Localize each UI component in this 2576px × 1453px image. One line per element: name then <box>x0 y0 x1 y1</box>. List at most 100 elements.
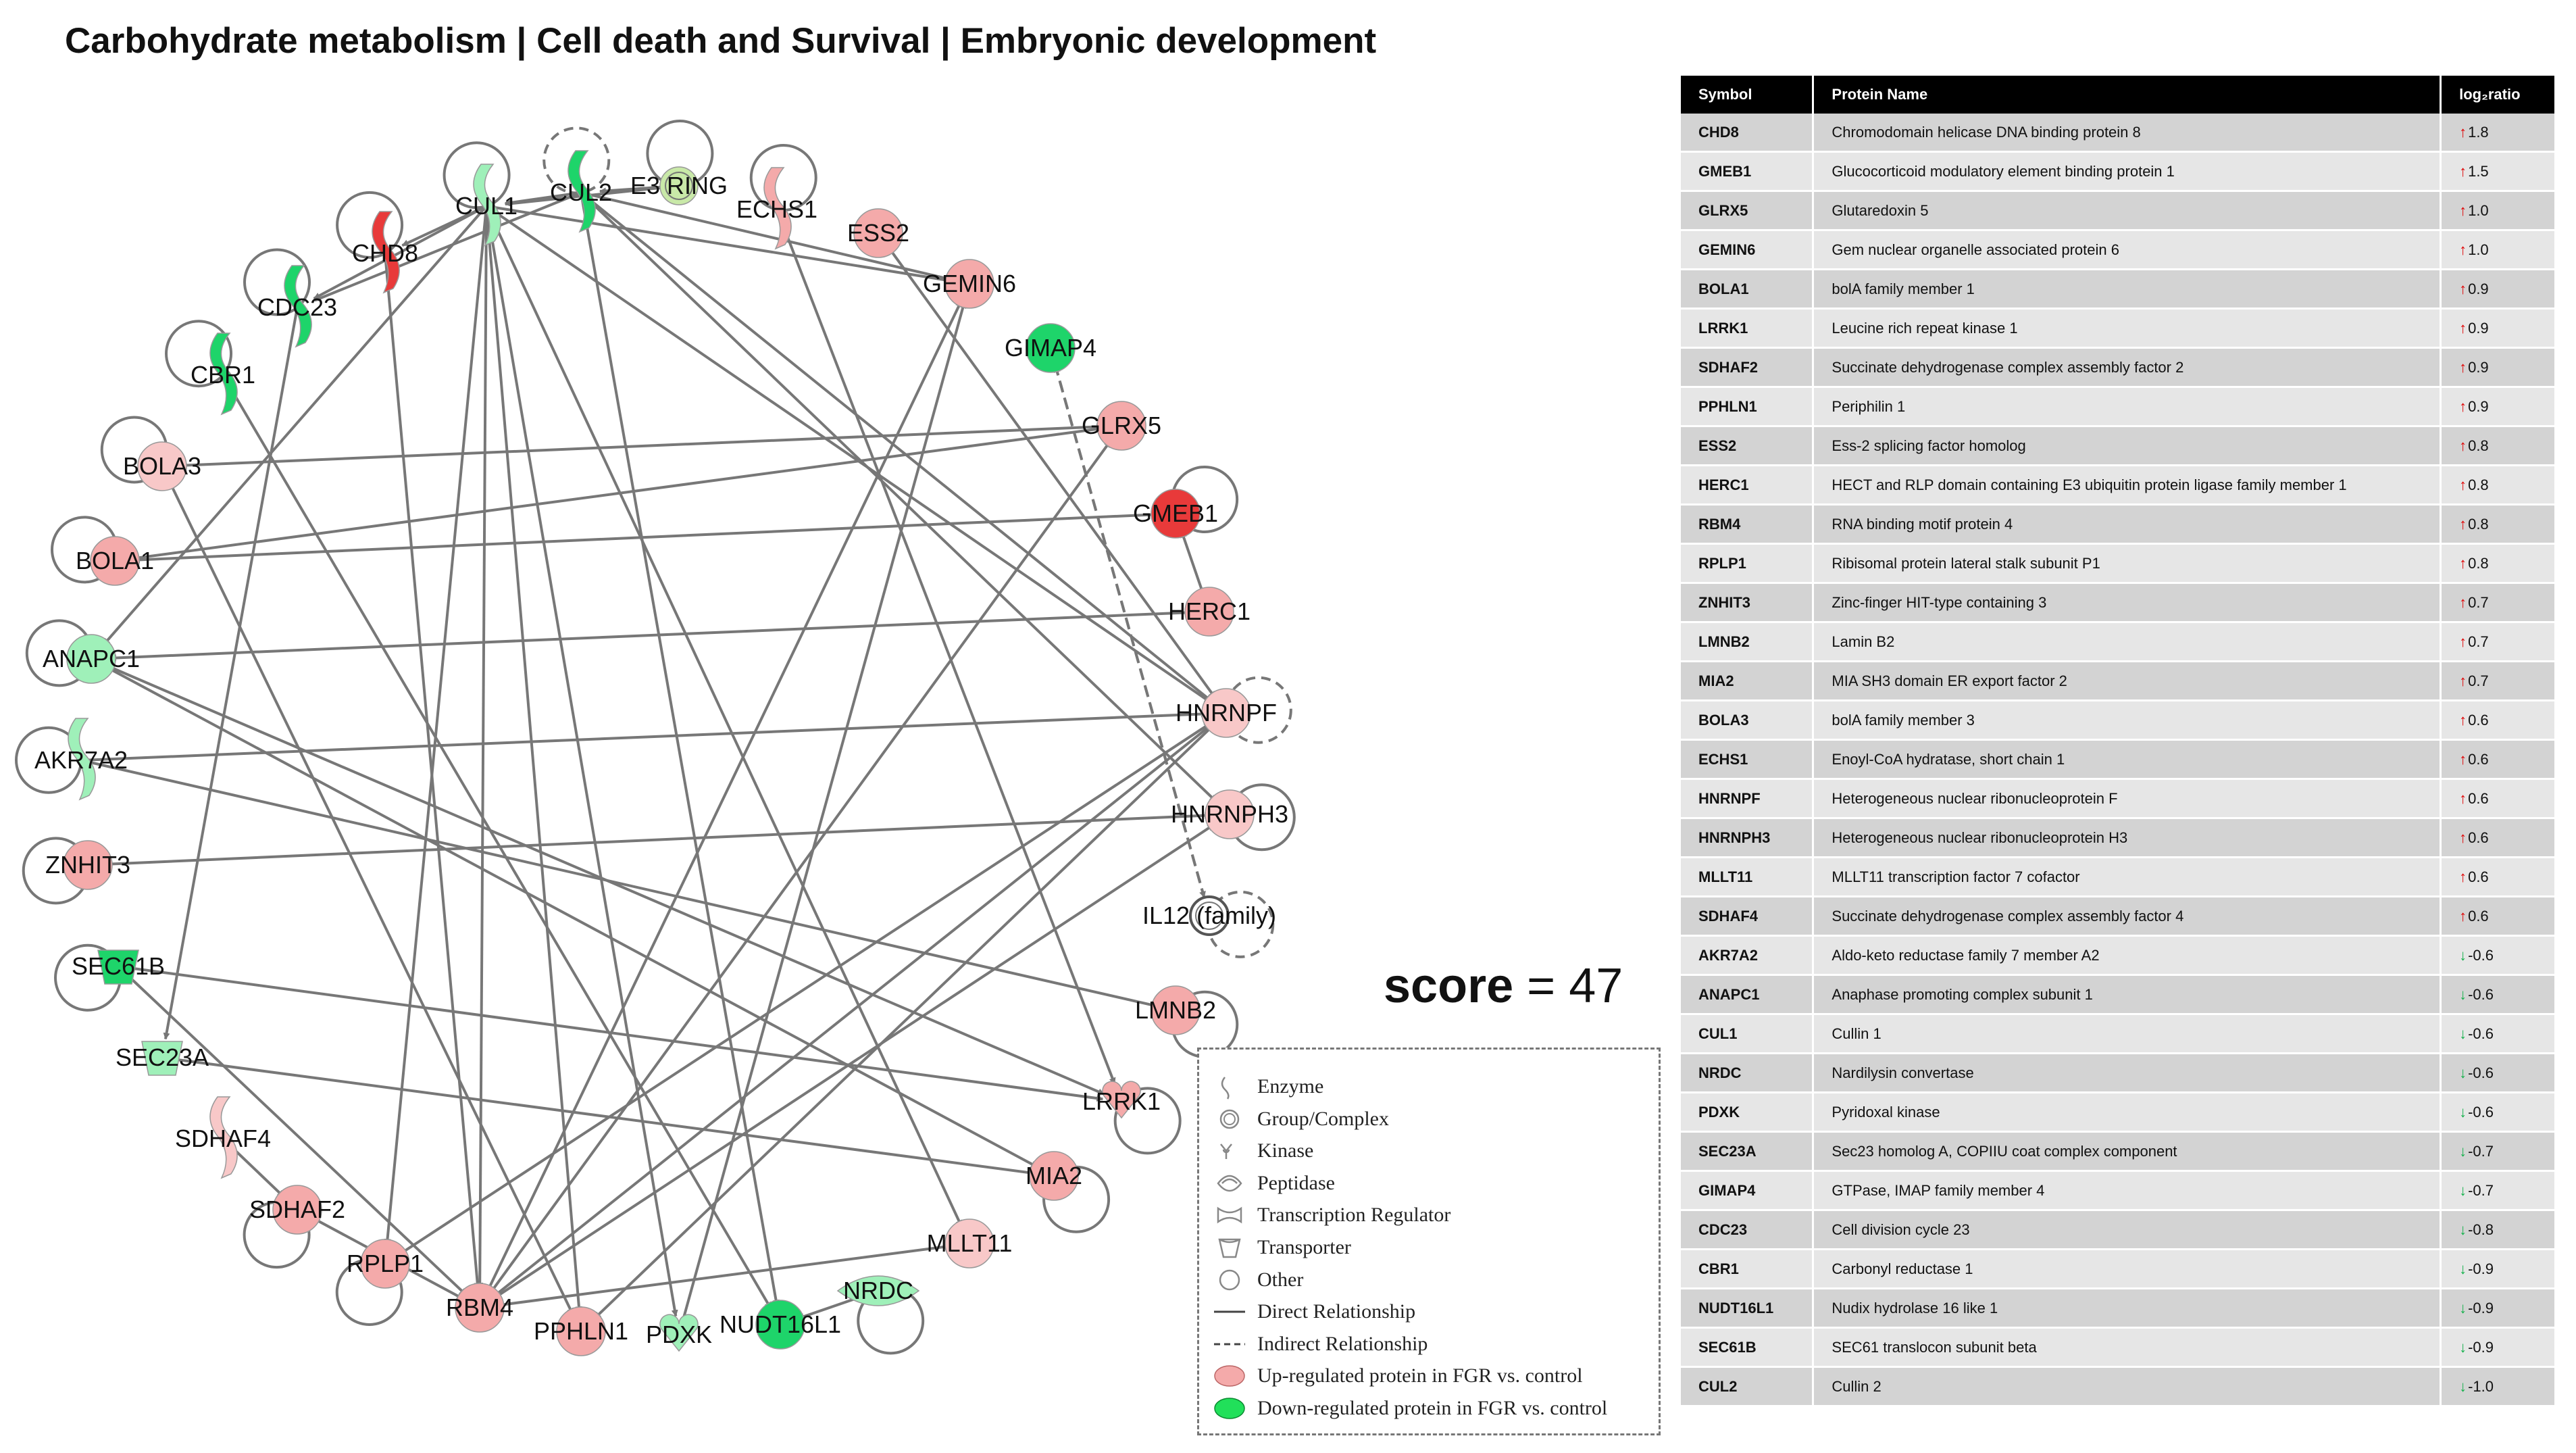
node-label: HNRNPH3 <box>1171 800 1288 828</box>
score-label: score <box>1384 959 1514 1013</box>
symbol-cell: AKR7A2 <box>1681 935 1815 976</box>
node-anapc1[interactable]: ANAPC1 <box>43 634 140 684</box>
direct-relationship-edge <box>479 1243 952 1309</box>
symbol-cell: SDHAF2 <box>1681 347 1815 388</box>
dashed-line-icon <box>1214 1343 1245 1346</box>
legend-item: Group/Complex <box>1213 1104 1389 1135</box>
node-il12[interactable]: IL12 (family) <box>1142 895 1276 936</box>
symbol-cell: HNRNPH3 <box>1681 818 1815 858</box>
log-ratio-cell: ↑1.5 <box>2440 151 2556 192</box>
direct-relationship-edge <box>384 253 481 1290</box>
symbol-cell: HNRNPF <box>1681 779 1815 819</box>
log-ratio-cell: ↑0.8 <box>2440 504 2556 545</box>
node-label: GLRX5 <box>1082 412 1161 439</box>
direct-relationship-edge <box>114 425 1104 562</box>
node-label: GEMIN6 <box>923 270 1016 297</box>
symbol-cell: RPLP1 <box>1681 543 1815 584</box>
symbol-cell: BOLA1 <box>1681 269 1815 310</box>
node-cdc23[interactable]: CDC23 <box>257 265 337 348</box>
legend-label: Up-regulated protein in FGR vs. control <box>1257 1364 1583 1387</box>
log-ratio-value: -0.8 <box>2468 1221 2494 1238</box>
other-node-shape <box>853 208 903 258</box>
log-ratio-cell: ↑0.7 <box>2440 661 2556 701</box>
node-cbr1[interactable]: CBR1 <box>191 333 255 416</box>
figure-title: Carbohydrate metabolism | Cell death and… <box>65 21 1377 61</box>
node-herc1[interactable]: HERC1 <box>1168 587 1251 637</box>
node-hnrnph3[interactable]: HNRNPH3 <box>1171 789 1288 839</box>
down-arrow-icon: ↓ <box>2459 1103 2467 1120</box>
up-arrow-icon: ↑ <box>2459 515 2467 533</box>
node-label: ECHS1 <box>736 195 817 223</box>
peptidase-node-shape <box>836 1275 920 1306</box>
node-rplp1[interactable]: RPLP1 <box>347 1239 424 1289</box>
log-ratio-value: -0.6 <box>2468 1103 2494 1120</box>
up-arrow-icon: ↑ <box>2459 829 2467 846</box>
log-ratio-value: 0.6 <box>2468 750 2489 768</box>
node-rbm4[interactable]: RBM4 <box>446 1283 513 1333</box>
protein-name-cell: Leucine rich repeat kinase 1 <box>1813 308 2442 349</box>
node-cul1[interactable]: CUL1 <box>455 164 517 247</box>
symbol-cell: MIA2 <box>1681 661 1815 701</box>
node-bola1[interactable]: BOLA1 <box>76 536 154 586</box>
direct-relationship-edge <box>593 712 1228 1320</box>
node-hnrnpf[interactable]: HNRNPF <box>1176 688 1277 738</box>
node-label: RBM4 <box>446 1294 513 1321</box>
log-ratio-cell: ↑0.6 <box>2440 700 2556 741</box>
node-nrdc[interactable]: NRDC <box>836 1275 920 1306</box>
direct-relationship-edge <box>80 710 1209 762</box>
node-cul2[interactable]: CUL2 <box>550 150 612 233</box>
symbol-cell: GIMAP4 <box>1681 1171 1815 1211</box>
node-lrrk1[interactable]: LRRK1 <box>1082 1081 1161 1119</box>
node-sec61b[interactable]: SEC61B <box>72 950 165 985</box>
node-nudt16l1[interactable]: NUDT16L1 <box>719 1300 841 1350</box>
direct-relationship-edge <box>102 205 488 646</box>
node-akr7a2[interactable]: AKR7A2 <box>34 718 128 801</box>
enzyme-node-shape <box>372 211 400 294</box>
log-ratio-cell: ↓-1.0 <box>2440 1366 2556 1407</box>
node-chd8[interactable]: CHD8 <box>352 211 418 294</box>
transporter-icon <box>1218 1238 1241 1258</box>
node-lmnb2[interactable]: LMNB2 <box>1135 985 1216 1035</box>
up-ellipse-icon <box>1214 1365 1245 1387</box>
log-ratio-value: 1.0 <box>2468 241 2489 258</box>
protein-name-cell: Ribisomal protein lateral stalk subunit … <box>1813 543 2442 584</box>
symbol-cell: CUL2 <box>1681 1366 1815 1407</box>
enzyme-icon <box>1221 1077 1230 1100</box>
node-gemin6[interactable]: GEMIN6 <box>923 259 1016 309</box>
node-mllt11[interactable]: MLLT11 <box>927 1218 1013 1269</box>
up-arrow-icon: ↑ <box>2459 241 2467 258</box>
direct-relationship-edge <box>109 610 1210 662</box>
node-gimap4[interactable]: GIMAP4 <box>1005 323 1096 373</box>
self-loop-edge <box>243 248 311 316</box>
node-sdhaf4[interactable]: SDHAF4 <box>175 1096 271 1179</box>
legend-label: Enzyme <box>1257 1075 1324 1098</box>
log-ratio-cell: ↑1.0 <box>2440 230 2556 270</box>
node-mia2[interactable]: MIA2 <box>1026 1151 1082 1201</box>
log-ratio-cell: ↑0.8 <box>2440 426 2556 466</box>
symbol-cell: NUDT16L1 <box>1681 1288 1815 1329</box>
node-e3ring[interactable]: E3 RING <box>630 166 728 205</box>
node-gmeb1[interactable]: GMEB1 <box>1133 489 1218 539</box>
node-label: CUL2 <box>550 178 612 206</box>
enzyme-node-shape <box>209 333 238 416</box>
node-sdhaf2[interactable]: SDHAF2 <box>249 1185 345 1235</box>
log-ratio-cell: ↑0.8 <box>2440 543 2556 584</box>
log-ratio-value: 0.6 <box>2468 711 2489 729</box>
direct-relationship-edge <box>877 232 1217 699</box>
node-echs1[interactable]: ECHS1 <box>736 167 817 250</box>
log-ratio-cell: ↑0.9 <box>2440 269 2556 310</box>
node-pphln1[interactable]: PPHLN1 <box>534 1306 628 1356</box>
node-sec23a[interactable]: SEC23A <box>116 1041 209 1076</box>
node-pdxk[interactable]: PDXK <box>646 1314 712 1352</box>
down-arrow-icon: ↓ <box>2459 985 2467 1003</box>
node-bola3[interactable]: BOLA3 <box>123 441 201 491</box>
direct-relationship-edge <box>91 658 1105 1095</box>
protein-name-cell: Chromodomain helicase DNA binding protei… <box>1813 114 2442 153</box>
log-ratio-value: 0.8 <box>2468 554 2489 572</box>
node-glrx5[interactable]: GLRX5 <box>1082 401 1161 451</box>
node-ess2[interactable]: ESS2 <box>847 208 909 258</box>
node-znhit3[interactable]: ZNHIT3 <box>45 840 130 890</box>
